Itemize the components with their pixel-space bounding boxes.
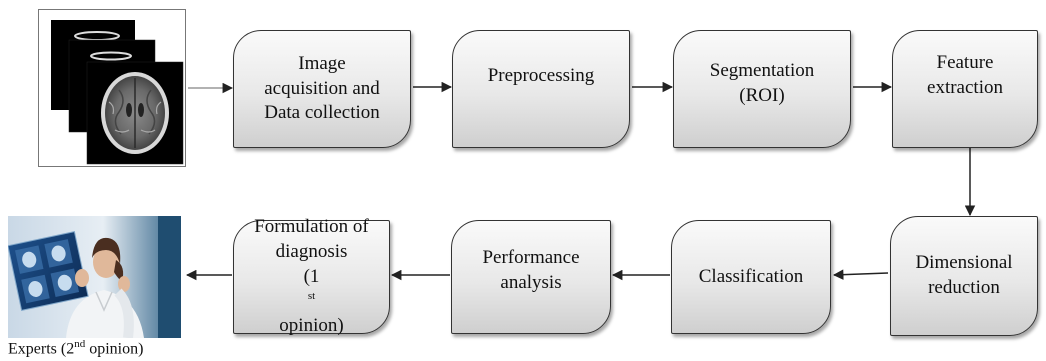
- step-text-line: (1 st opinion): [254, 265, 369, 339]
- opinion-suffix: opinion): [279, 315, 344, 337]
- step-text-line: analysis: [500, 272, 562, 293]
- experts-prefix: Experts (2: [8, 340, 75, 358]
- step-text-line: (ROI): [739, 85, 785, 106]
- step-text-line: Classification: [698, 265, 804, 287]
- step-segmentation: Segmentation (ROI): [673, 30, 851, 148]
- opinion-prefix: (1: [303, 265, 320, 287]
- step-text-line: Formulation of: [254, 216, 369, 238]
- step-text-line: Feature: [936, 52, 994, 74]
- doctor-xray-icon: [7, 216, 181, 339]
- step-feature-extraction: Feature extraction: [892, 30, 1038, 148]
- step-text-line: extraction: [927, 77, 1003, 98]
- experts-caption: Experts (2nd opinion): [8, 338, 188, 358]
- step-preprocessing: Preprocessing: [452, 30, 630, 148]
- brain-mri-icon: [51, 20, 184, 165]
- step-performance-analysis: Performance analysis: [451, 220, 611, 334]
- step-classification: Classification: [671, 220, 831, 334]
- step-image-acquisition: Image acquisition and Data collection: [233, 30, 411, 148]
- ordinal-suffix: st: [307, 290, 316, 303]
- step-text-line: Data collection: [264, 102, 380, 124]
- experts-suffix: opinion): [85, 340, 144, 358]
- arrow-dimensional-to-classification: [832, 269, 889, 280]
- step-text-line: Dimensional: [915, 252, 1013, 274]
- expert-photo: [7, 216, 181, 339]
- step-text-line: reduction: [928, 277, 1000, 298]
- step-text-line: Segmentation: [709, 60, 815, 82]
- step-text-line: Preprocessing: [487, 64, 595, 86]
- step-dimensional-reduction: Dimensional reduction: [890, 216, 1038, 336]
- mri-image-stack: [38, 9, 186, 167]
- step-text-line: acquisition and: [264, 77, 380, 99]
- ordinal-suffix: nd: [74, 338, 86, 350]
- step-text-line: Performance: [482, 247, 580, 269]
- step-text-line: Image: [298, 52, 346, 74]
- step-text-line: diagnosis: [275, 240, 348, 262]
- step-formulation-of-diagnosis: Formulation of diagnosis (1 st opinion): [233, 216, 390, 336]
